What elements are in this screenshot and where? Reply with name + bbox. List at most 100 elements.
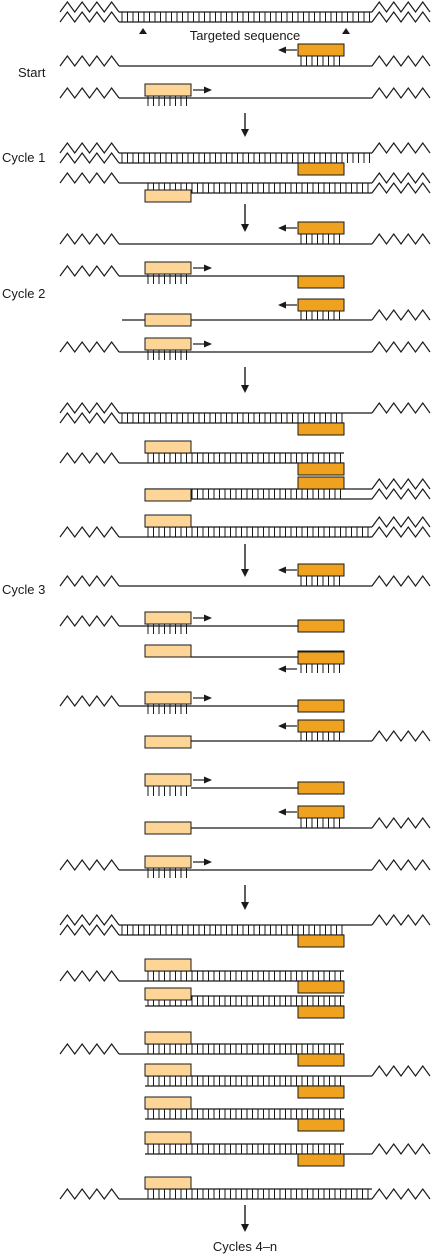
reverse-primer <box>297 781 345 795</box>
primed-strand <box>122 298 431 327</box>
strand-tail <box>371 574 431 588</box>
reverse-primer <box>297 619 345 633</box>
reverse-primer <box>297 1153 345 1167</box>
base-pair-rungs <box>147 183 369 193</box>
base-pair-rungs <box>147 527 369 537</box>
double-strand <box>59 401 431 436</box>
strand-tail <box>371 86 431 100</box>
strand-tail <box>59 525 120 539</box>
double-strand <box>144 1131 431 1167</box>
forward-primer <box>144 488 192 502</box>
double-strand <box>59 1176 431 1201</box>
strand-tail <box>371 232 431 246</box>
base-pair-rungs <box>300 664 340 673</box>
forward-primer <box>144 855 192 869</box>
reverse-primer <box>297 298 345 312</box>
strand-tail <box>371 1064 431 1078</box>
step-arrow-head <box>241 902 249 910</box>
double-strand <box>144 1096 344 1120</box>
step-arrow <box>241 544 249 577</box>
reverse-primer <box>297 462 345 476</box>
forward-primer <box>144 611 192 625</box>
primer-block <box>297 781 345 795</box>
strand-tail <box>371 10 431 24</box>
base-pair-rungs <box>300 234 340 244</box>
reverse-primer <box>297 719 345 733</box>
extension-arrow-head <box>204 694 212 702</box>
primer-block <box>144 476 345 502</box>
forward-primer <box>144 1096 192 1110</box>
strand-tail <box>59 141 120 155</box>
strand-tail <box>371 913 431 927</box>
double-strand <box>59 515 431 539</box>
target-dna <box>59 0 431 34</box>
forward-primer <box>144 83 192 97</box>
strand-tail <box>59 232 120 246</box>
step-arrow-head <box>241 224 249 232</box>
strand-tail <box>59 171 120 185</box>
base-pair-rungs <box>147 1076 341 1086</box>
base-pair-rungs <box>147 1044 341 1054</box>
reverse-primer <box>297 651 345 665</box>
base-pair-rungs <box>300 732 340 741</box>
step-arrow-head <box>241 1224 249 1232</box>
strand-tail <box>59 913 120 927</box>
double-strand <box>59 1031 345 1067</box>
strand-tail <box>371 858 431 872</box>
extension-arrow-head <box>278 665 286 673</box>
cycles-4-n-label: Cycles 4–n <box>213 1239 277 1254</box>
reverse-primer <box>297 221 345 235</box>
target-boundary-marker <box>342 28 350 34</box>
step-arrow <box>241 1205 249 1232</box>
base-pair-rungs <box>147 624 187 634</box>
primed-strand <box>59 83 431 106</box>
reverse-primer <box>297 563 345 577</box>
step-arrow-head <box>241 569 249 577</box>
primer-block <box>144 514 192 528</box>
strand-tail <box>371 54 431 68</box>
double-strand <box>59 440 345 476</box>
forward-primer <box>144 821 192 835</box>
reverse-primer <box>297 43 345 57</box>
base-pair-rungs <box>147 1144 341 1154</box>
reverse-primer <box>297 934 345 948</box>
base-pair-rungs <box>147 1109 341 1119</box>
step-arrow <box>241 204 249 232</box>
reverse-primer <box>297 275 345 289</box>
base-pair-rungs <box>147 96 187 106</box>
forward-primer <box>144 313 192 327</box>
double-strand <box>59 958 345 994</box>
step-arrow-head <box>241 385 249 393</box>
reverse-primer <box>297 476 345 490</box>
double-strand <box>59 171 431 195</box>
primer-block <box>297 1118 345 1132</box>
forward-primer <box>144 440 192 454</box>
reverse-primer <box>297 422 345 436</box>
base-pair-rungs <box>121 153 370 163</box>
forward-primer <box>144 337 192 351</box>
base-pair-rungs <box>147 350 187 360</box>
strand-tail <box>371 401 431 415</box>
primed-strand <box>59 221 431 246</box>
primed-strand <box>59 43 431 68</box>
base-pair-rungs <box>121 413 343 423</box>
step-arrow <box>241 113 249 137</box>
base-pair-rungs <box>300 311 340 320</box>
extension-arrow-head <box>204 340 212 348</box>
double-strand <box>59 141 372 176</box>
base-pair-rungs <box>300 818 340 828</box>
strand-tail <box>371 1187 431 1201</box>
arrow-left <box>278 665 297 673</box>
base-pair-rungs <box>300 56 340 66</box>
strand-tail <box>371 141 431 155</box>
targeted-sequence-label: Targeted sequence <box>190 28 301 43</box>
extension-arrow-head <box>204 776 212 784</box>
strand-tail <box>371 340 431 354</box>
stage-label-cycle-2: Cycle 2 <box>2 286 45 301</box>
extension-arrow-head <box>278 46 286 54</box>
strand-tail <box>59 340 120 354</box>
forward-primer <box>144 735 192 749</box>
strand-tail <box>371 0 431 14</box>
strand-tail <box>371 181 431 195</box>
